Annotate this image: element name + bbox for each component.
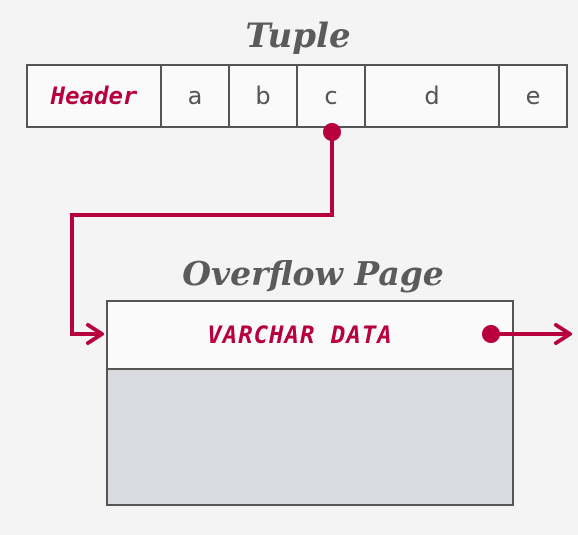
- pointer-origin-dot: [323, 123, 341, 141]
- tuple-cell-c: c: [298, 64, 366, 128]
- overflow-page-title: Overflow Page: [182, 254, 444, 293]
- pointer-line: [70, 132, 334, 336]
- varchar-data-label: VARCHAR DATA: [207, 321, 393, 349]
- tuple-cell-header: Header: [26, 64, 162, 128]
- pointer-arrowhead: [86, 323, 104, 345]
- varchar-data-slot: VARCHAR DATA: [108, 302, 512, 370]
- tuple-cell-d: d: [366, 64, 500, 128]
- tuple-row: Header a b c d e: [26, 64, 568, 128]
- tuple-cell-a: a: [162, 64, 230, 128]
- next-pointer-arrowhead: [554, 323, 572, 345]
- tuple-title: Tuple: [245, 16, 351, 56]
- overflow-page: VARCHAR DATA: [106, 300, 514, 506]
- tuple-cell-e: e: [500, 64, 568, 128]
- tuple-cell-b: b: [230, 64, 298, 128]
